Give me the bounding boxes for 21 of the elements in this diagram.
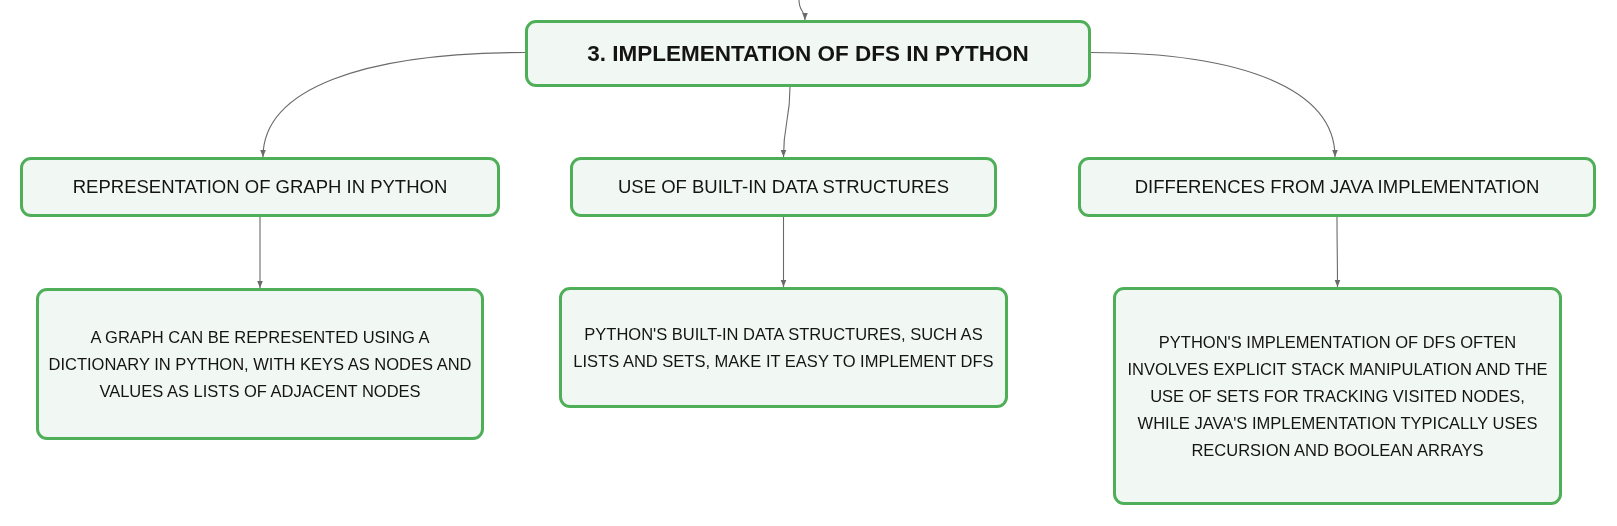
connector-arrow	[257, 216, 263, 289]
detail-text: A GRAPH CAN BE REPRESENTED USING A DICTIONARY IN PYTHON, WITH KEYS AS NODES AND VALUES AS LISTS OF ADJACENT NODES	[47, 326, 473, 402]
subtopic-text: USE OF BUILT-IN DATA STRUCTURES	[618, 176, 949, 198]
subtopic-text: REPRESENTATION OF GRAPH IN PYTHON	[72, 176, 448, 198]
detail-text: PYTHON'S BUILT-IN DATA STRUCTURES, SUCH AS LISTS AND SETS, MAKE IT EASY TO IMPLEMENT DFS	[572, 323, 995, 372]
connector-arrow	[780, 216, 787, 288]
detail-box	[1113, 287, 1562, 505]
main-topic-text: 3. IMPLEMENTATION OF DFS IN PYTHON	[587, 40, 1029, 67]
connector-arrow	[798, 0, 808, 21]
connector-arrow	[261, 51, 526, 158]
subtopic-box	[1078, 157, 1596, 217]
subtopic-box	[570, 157, 997, 217]
connector-arrow	[1090, 51, 1337, 158]
main-topic-box	[525, 20, 1091, 87]
connector-arrow	[780, 86, 791, 158]
subtopic-box	[20, 157, 500, 217]
detail-box	[36, 288, 484, 440]
connector-arrow	[1334, 216, 1341, 288]
detail-box	[559, 287, 1008, 408]
subtopic-text: DIFFERENCES FROM JAVA IMPLEMENTATION	[1134, 176, 1540, 198]
detail-text: PYTHON'S IMPLEMENTATION OF DFS OFTEN INVOLVES EXPLICIT STACK MANIPULATION AND THE USE OF SETS FOR TRACKING VISITED NODES, WHILE JAVA'S IMPLEMENTATION TYPICALLY USES RECURSION AND BOOLEAN ARRAYS	[1126, 331, 1549, 461]
